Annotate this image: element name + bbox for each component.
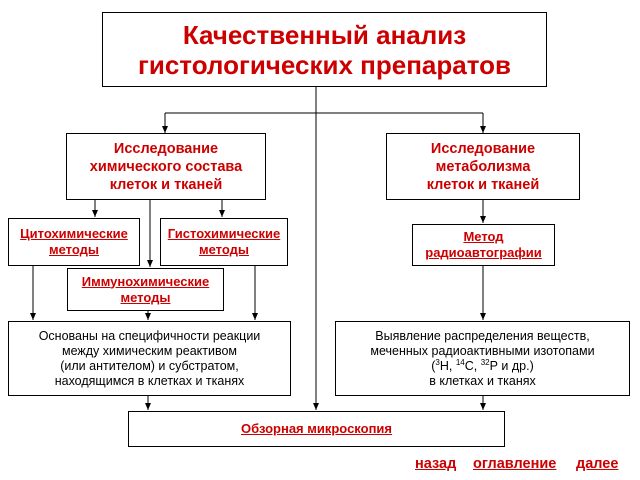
metabolism-desc-line-1: Выявление распределения веществ,	[375, 328, 590, 343]
metabolism-box: Исследование метаболизма клеток и тканей	[386, 133, 580, 200]
metabolism-desc-line-4: в клетках и тканях	[429, 373, 536, 388]
metabolism-description-box: Выявление распределения веществ, меченны…	[335, 321, 630, 396]
title-box: Качественный анализ гистологических преп…	[102, 12, 547, 87]
chemical-line-3: клеток и тканей	[109, 176, 223, 193]
histochemical-line-1: Гистохимические	[167, 226, 281, 241]
chemical-desc-line-4: находящимся в клетках и тканях	[54, 373, 245, 388]
chemical-desc-line-2: между химическим реактивом	[61, 343, 238, 358]
isotope-c: С,	[464, 358, 481, 373]
isotope-h: Н,	[439, 358, 456, 373]
chemical-line-2: химического состава	[89, 158, 243, 175]
chemical-desc-line-3: (или антителом) и субстратом,	[60, 358, 239, 373]
isotope-h-mass: 3	[435, 357, 440, 367]
histochemical-line-2: методы	[199, 242, 249, 257]
metabolism-desc-line-3: (3Н, 14С, 32Р и др.)	[431, 357, 534, 374]
immunochemical-line-2: методы	[120, 289, 171, 305]
cytochemical-line-1: Цитохимические	[20, 226, 128, 241]
metabolism-line-3: клеток и тканей	[426, 176, 540, 193]
radioautography-line-2: радиоавтографии	[425, 245, 542, 260]
cytochemical-methods-link[interactable]: Цитохимические методы	[8, 218, 140, 266]
isotope-c-mass: 14	[455, 357, 465, 367]
chemical-line-1: Исследование	[113, 140, 219, 157]
nav-contents-link[interactable]: оглавление	[473, 456, 557, 472]
nav-next-link[interactable]: далее	[576, 456, 619, 472]
immunochemical-line-1: Иммунохимические	[81, 273, 210, 289]
isotope-open-paren: (	[431, 358, 436, 373]
metabolism-line-2: метаболизма	[435, 158, 531, 175]
title-line-1: Качественный анализ	[182, 19, 467, 50]
title-line-2: гистологических препаратов	[138, 49, 511, 80]
metabolism-line-1: Исследование	[430, 140, 536, 157]
overview-label: Обзорная микроскопия	[240, 421, 393, 436]
immunochemical-methods-link[interactable]: Иммунохимические методы	[67, 268, 224, 311]
metabolism-desc-line-2: меченных радиоактивными изотопами	[370, 343, 595, 358]
radioautography-line-1: Метод	[463, 229, 504, 244]
overview-microscopy-link[interactable]: Обзорная микроскопия	[128, 411, 505, 447]
nav-back-link[interactable]: назад	[415, 456, 457, 472]
isotope-p-mass: 32	[480, 357, 490, 367]
chemical-composition-box: Исследование химического состава клеток …	[66, 133, 266, 200]
histochemical-methods-link[interactable]: Гистохимические методы	[160, 218, 288, 266]
chemical-desc-line-1: Основаны на специфичности реакции	[38, 328, 261, 343]
cytochemical-line-2: методы	[49, 242, 99, 257]
isotope-p: Р и др.)	[489, 358, 534, 373]
chemical-description-box: Основаны на специфичности реакции между …	[8, 321, 291, 396]
radioautography-method-link[interactable]: Метод радиоавтографии	[412, 224, 555, 266]
